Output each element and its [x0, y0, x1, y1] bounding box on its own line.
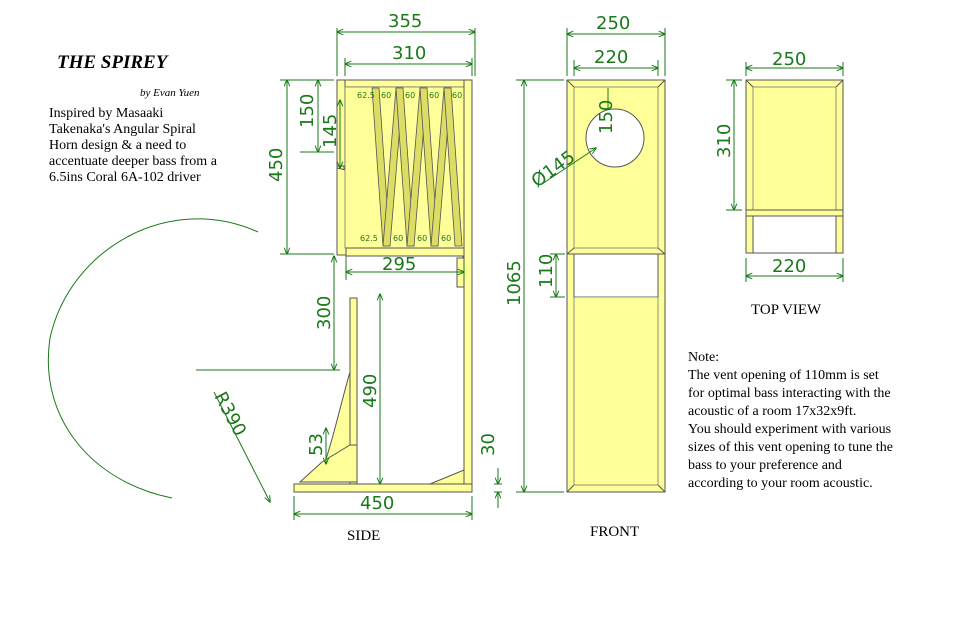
- intro-text: Inspired by Masaaki Takenaka's Angular S…: [49, 106, 279, 186]
- front-vent-opening: [573, 253, 659, 298]
- dim-front-250-label: 250: [596, 13, 630, 34]
- top-inner: [752, 86, 837, 211]
- dim-side-355: [337, 28, 475, 76]
- dim-side-450-label: 450: [266, 148, 287, 182]
- dim-front-dia-line: [541, 148, 596, 185]
- dim-side-295-label: 295: [382, 254, 416, 275]
- side-top-board: [343, 79, 473, 88]
- dim-side-310: [345, 58, 472, 76]
- dim-top-250: [746, 62, 843, 76]
- dim-front-1065: [516, 80, 564, 492]
- note-line: sizes of this vent opening to tune the: [688, 440, 893, 455]
- dim-side-300-label: 300: [314, 296, 335, 330]
- drawing-title: THE SPIREY: [57, 52, 168, 73]
- horn-label: 62.5: [357, 91, 375, 100]
- dim-top-220: [746, 258, 843, 282]
- dim-side-150: [300, 80, 334, 152]
- note-line: bass to your preference and: [688, 458, 842, 473]
- dim-front-250: [567, 28, 665, 76]
- side-back-board: [463, 79, 473, 493]
- horn-label: 60: [452, 91, 462, 100]
- horn-label: 60: [393, 234, 403, 243]
- horn-label: 62.5: [360, 234, 378, 243]
- side-view-label: SIDE: [347, 528, 381, 544]
- dim-front-1065-label: 1065: [504, 260, 525, 306]
- dim-side-295: [346, 262, 464, 280]
- dim-side-53-label: 53: [306, 433, 327, 456]
- dim-side-310-label: 310: [392, 43, 426, 64]
- intro-line: Horn design & a need to: [49, 138, 187, 153]
- side-shelf: [345, 247, 465, 257]
- intro-line: accentuate deeper bass from a: [49, 154, 217, 169]
- dim-front-220: [574, 60, 658, 76]
- top-view: 250 310 220: [714, 49, 843, 282]
- dim-front-110: [550, 254, 565, 297]
- dim-side-radius: R390: [210, 388, 251, 439]
- front-inner-lower: [573, 296, 659, 486]
- side-view: 62.5 60 60 60 60 62.5 60 60 60: [48, 11, 502, 520]
- dim-front-150-label: 150: [596, 100, 617, 134]
- top-view-label: TOP VIEW: [751, 302, 822, 318]
- intro-line: 6.5ins Coral 6A-102 driver: [49, 170, 201, 185]
- horn-label: 60: [441, 234, 451, 243]
- dim-side-30-label: 30: [478, 433, 499, 456]
- top-back-board: [745, 209, 844, 217]
- side-radius-arc: [48, 218, 259, 499]
- dim-side-355-label: 355: [388, 11, 422, 32]
- horn-label: 60: [381, 91, 391, 100]
- dim-side-150-label: 150: [297, 94, 318, 128]
- intro-line: Takenaka's Angular Spiral: [49, 122, 196, 137]
- dim-front-110-label: 110: [536, 254, 557, 288]
- intro-line: Inspired by Masaaki: [49, 106, 164, 121]
- dim-side-145-label: 145: [320, 114, 341, 148]
- note-line: acoustic of a room 17x32x9ft.: [688, 404, 857, 419]
- dim-side-450: [280, 80, 334, 254]
- dim-side-base-450: [294, 496, 472, 520]
- dim-top-310: [726, 80, 742, 210]
- note-line: You should experiment with various: [688, 422, 892, 437]
- side-radius-line: [213, 391, 270, 502]
- dim-side-490-label: 490: [360, 374, 381, 408]
- side-rear-wedge: [429, 469, 465, 485]
- side-base: [293, 483, 473, 493]
- dim-top-310-label: 310: [714, 124, 735, 158]
- dim-side-30: [494, 468, 502, 508]
- note-line: The vent opening of 110mm is set: [688, 368, 879, 383]
- horn-label: 60: [405, 91, 415, 100]
- dim-top-220-label: 220: [772, 256, 806, 277]
- front-driver-hole: [585, 108, 645, 168]
- front-view: 250 220 150 Ø145 110: [504, 13, 665, 492]
- dim-side-base-450-label: 450: [360, 493, 394, 514]
- author-byline: by Evan Yuen: [140, 87, 200, 99]
- dim-top-250-label: 250: [772, 49, 806, 70]
- note-line: Note:: [688, 350, 720, 365]
- note-line: according to your room acoustic.: [688, 476, 873, 491]
- top-open-area: [752, 215, 837, 254]
- horn-label: 60: [417, 234, 427, 243]
- note-text: Note: The vent opening of 110mm is set f…: [688, 349, 948, 493]
- horn-label: 60: [429, 91, 439, 100]
- front-view-label: FRONT: [590, 524, 640, 540]
- horn-labels: 62.5 60 60 60 60 62.5 60 60 60: [357, 91, 462, 243]
- side-horn-walls: [371, 87, 463, 247]
- dim-front-220-label: 220: [594, 47, 628, 68]
- note-line: for optimal bass interacting with the: [688, 386, 891, 401]
